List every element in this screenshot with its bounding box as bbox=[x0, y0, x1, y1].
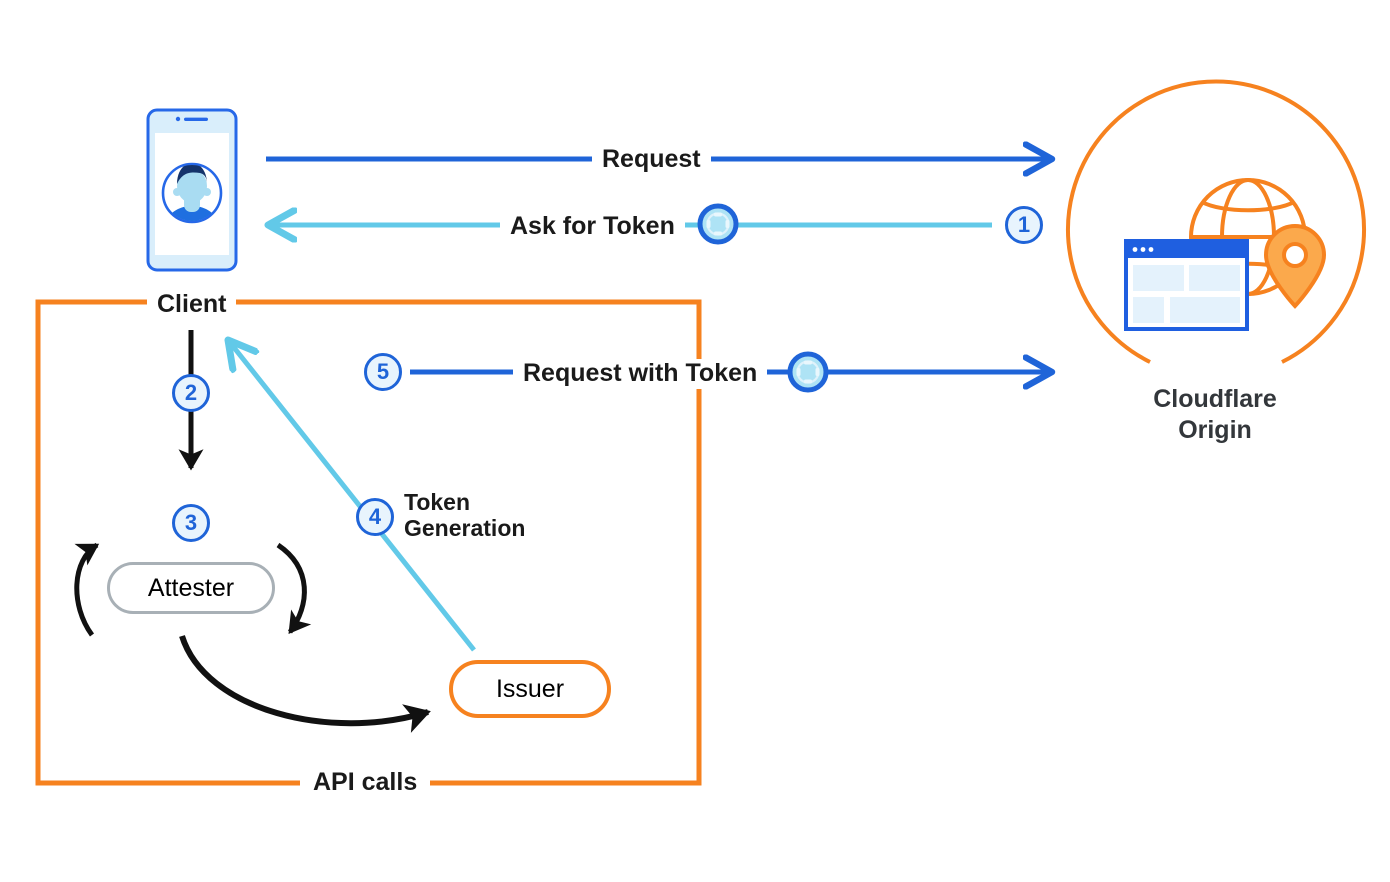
flow-attester-loop-left-arc bbox=[74, 542, 100, 637]
boundary-label-api-calls: API calls bbox=[303, 768, 428, 798]
step-badge-1: 1 bbox=[1005, 206, 1043, 244]
node-label-client: Client bbox=[147, 290, 237, 320]
browser-window-icon bbox=[1124, 239, 1249, 331]
map-pin-icon bbox=[1263, 223, 1327, 309]
step-badge-3: 3 bbox=[172, 504, 210, 542]
node-issuer[interactable]: Issuer bbox=[449, 660, 611, 718]
node-label-issuer: Issuer bbox=[495, 674, 565, 703]
step-badge-2: 2 bbox=[172, 374, 210, 412]
node-attester[interactable]: Attester bbox=[107, 562, 275, 614]
flow-label-ask-for-token: Ask for Token bbox=[500, 212, 685, 242]
step-badge-4: 4 bbox=[356, 498, 394, 536]
api-calls-boundary bbox=[35, 299, 702, 786]
flow-attester-to-issuer-arc bbox=[179, 635, 431, 733]
flow-attester-loop-right-arc bbox=[276, 542, 312, 635]
flow-label-request: Request bbox=[592, 145, 711, 175]
flow-label-token-generation-line2: Generation bbox=[404, 515, 526, 541]
flow-token-generation-line bbox=[228, 340, 476, 652]
mobile-phone-user-icon bbox=[146, 108, 238, 272]
node-label-origin-line1: Cloudflare bbox=[1153, 385, 1277, 413]
token-icon bbox=[697, 203, 739, 245]
node-label-origin-line2: Origin bbox=[1178, 416, 1252, 444]
flow-label-token-generation-line1: Token bbox=[404, 489, 471, 515]
origin-circle-arc bbox=[1066, 79, 1366, 364]
step-badge-5: 5 bbox=[364, 353, 402, 391]
flow-label-request-with-token: Request with Token bbox=[513, 359, 768, 389]
token-icon bbox=[787, 351, 829, 393]
node-label-attester: Attester bbox=[147, 573, 235, 602]
